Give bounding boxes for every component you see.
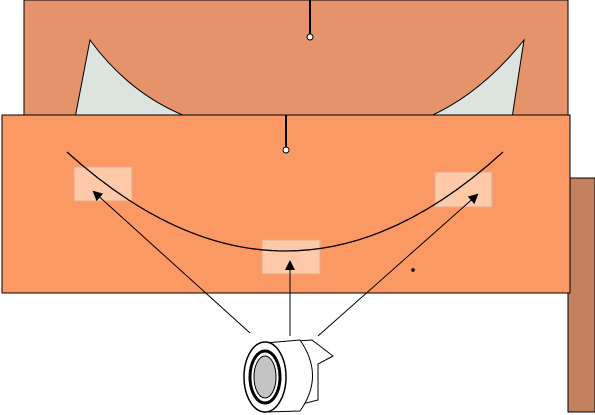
tape-patch-right	[434, 171, 493, 208]
curved-line	[66, 151, 504, 252]
tape-patch-center	[261, 239, 321, 275]
arrow-to-right-patch	[317, 193, 479, 337]
arrow-to-left-patch	[92, 190, 251, 334]
tape-roll-core	[253, 355, 277, 399]
side-box-panel	[567, 177, 595, 413]
tape-roll-icon	[243, 339, 334, 413]
small-dot	[411, 268, 415, 272]
back-hanging-hook	[306, 33, 314, 41]
front-hanging-hook	[282, 146, 290, 154]
tape-roll-ring	[248, 349, 282, 405]
